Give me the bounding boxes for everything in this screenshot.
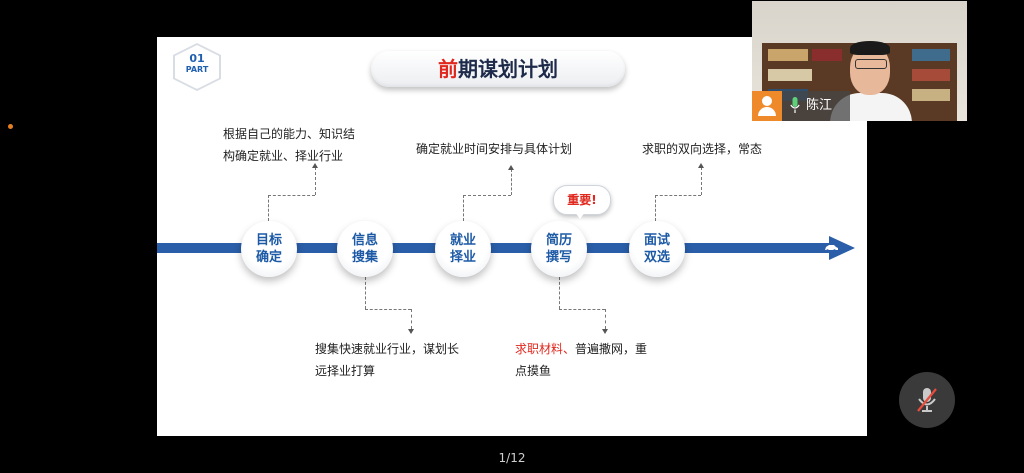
- connector-plan-vertical: [463, 195, 464, 221]
- car-icon: [825, 245, 838, 252]
- connector-info-vertical: [365, 277, 366, 309]
- callout-interview: 求职的双向选择，常态: [642, 142, 763, 156]
- slide-title-accent: 前: [438, 57, 458, 81]
- connector-interview-horizontal: [655, 195, 701, 196]
- callout-info-line2: 远择业打算: [315, 364, 376, 378]
- timeline-node-resume: 简历撰写: [531, 221, 587, 277]
- slide-title-rest: 期谋划计划: [458, 57, 558, 81]
- callout-goal: 根据自己的能力、知识结 构确定就业、择业行业: [223, 123, 355, 167]
- avatar-icon-body: [758, 107, 776, 116]
- connector-resume-arrow: [602, 329, 608, 334]
- connector-plan-horizontal: [463, 195, 511, 196]
- page-indicator: 1/12: [498, 451, 526, 465]
- connector-interview-riser: [701, 167, 702, 195]
- callout-resume: 求职材料、普遍撒网，重 点摸鱼: [515, 338, 647, 382]
- callout-goal-line1: 根据自己的能力、知识结: [223, 127, 356, 141]
- timeline-node-career-label: 就业择业: [449, 233, 476, 265]
- important-badge-tail: [575, 212, 585, 219]
- connector-plan-riser: [511, 169, 512, 195]
- part-badge-text: 01 PART: [175, 45, 219, 89]
- connector-resume-drop: [605, 309, 606, 329]
- callout-resume-line2: 点摸鱼: [515, 364, 552, 378]
- avatar-icon-head: [762, 96, 772, 106]
- connector-info-drop: [411, 309, 412, 329]
- connector-info-horizontal: [365, 309, 411, 310]
- callout-resume-highlight: 求职材料、: [515, 342, 576, 356]
- connector-goal-horizontal: [268, 195, 315, 196]
- timeline-node-resume-label: 简历撰写: [545, 233, 572, 265]
- mute-microphone-button[interactable]: [899, 372, 955, 428]
- connector-info-arrow: [408, 329, 414, 334]
- status-dot: [8, 124, 13, 129]
- callout-info-line1: 搜集快速就业行业，谋划长: [315, 342, 460, 356]
- connector-resume-vertical: [559, 277, 560, 309]
- connector-plan-arrow: [508, 165, 514, 170]
- callout-resume-rest: 普遍撒网，重: [575, 342, 648, 356]
- timeline-arrow-bar: [157, 243, 833, 253]
- connector-interview-arrow: [698, 163, 704, 168]
- timeline-node-info-label: 信息搜集: [351, 233, 378, 265]
- callout-info: 搜集快速就业行业，谋划长 远择业打算: [315, 338, 459, 382]
- slide-title: 前期谋划计划: [371, 51, 625, 87]
- participant-glasses: [855, 59, 887, 69]
- connector-goal-vertical: [268, 195, 269, 221]
- mic-muted-icon: [917, 388, 937, 412]
- presentation-slide: 01 PART 前期谋划计划 根据自己的能力、知识结 构确定就业、择业行业 确定…: [157, 37, 867, 436]
- callout-goal-line2: 构确定就业、择业行业: [223, 149, 344, 163]
- mic-active-icon: [790, 97, 800, 113]
- participant-hair: [850, 41, 890, 55]
- connector-goal-arrow: [312, 163, 318, 168]
- timeline-node-info: 信息搜集: [337, 221, 393, 277]
- timeline-node-interview-label: 面试双选: [643, 233, 670, 265]
- timeline-node-goal-label: 目标确定: [255, 233, 282, 265]
- timeline-node-interview: 面试双选: [629, 221, 685, 277]
- part-number: 01: [189, 52, 205, 65]
- timeline-node-goal: 目标确定: [241, 221, 297, 277]
- callout-plan: 确定就业时间安排与具体计划: [416, 142, 573, 156]
- timeline-node-career: 就业择业: [435, 221, 491, 277]
- participant-name: 陈江: [806, 98, 833, 113]
- important-badge: 重要!: [553, 185, 611, 215]
- connector-goal-riser: [315, 167, 316, 195]
- connector-interview-vertical: [655, 195, 656, 221]
- connector-resume-horizontal: [559, 309, 605, 310]
- part-label: PART: [185, 65, 209, 74]
